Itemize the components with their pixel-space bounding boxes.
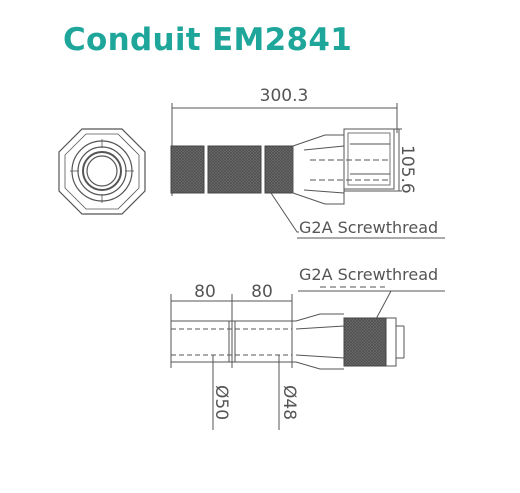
- thread-label-top: G2A Screwthread: [299, 218, 438, 237]
- thread-label-bottom: G2A Screwthread: [299, 265, 438, 284]
- dimension-diameter-inner: Ø48: [279, 385, 299, 420]
- dimension-segment-1: 80: [194, 282, 216, 302]
- end-view-octagon: [58, 128, 146, 215]
- conduit-segment-1: [170, 145, 205, 194]
- end-view: [58, 128, 146, 215]
- dimension-segment-2: 80: [251, 282, 273, 302]
- end-view-bore: [86, 155, 118, 187]
- end-view-outer-ring: [71, 140, 133, 202]
- thread-leader-bottom: [375, 290, 392, 320]
- threaded-section: [343, 317, 387, 367]
- conduit-segment-2: [207, 145, 262, 194]
- thread-leader-top: [270, 192, 299, 233]
- dimension-height: 105.6: [397, 145, 417, 194]
- side-view-top: [170, 103, 445, 239]
- coupling-nut: [343, 128, 395, 190]
- side-view-bottom: [170, 286, 445, 430]
- coupling-taper: [292, 134, 345, 205]
- dimension-diameter-outer: Ø50: [211, 385, 231, 420]
- conduit-segment-3: [264, 145, 294, 194]
- page-title: Conduit EM2841: [63, 22, 353, 58]
- dimension-overall-length: 300.3: [260, 86, 309, 106]
